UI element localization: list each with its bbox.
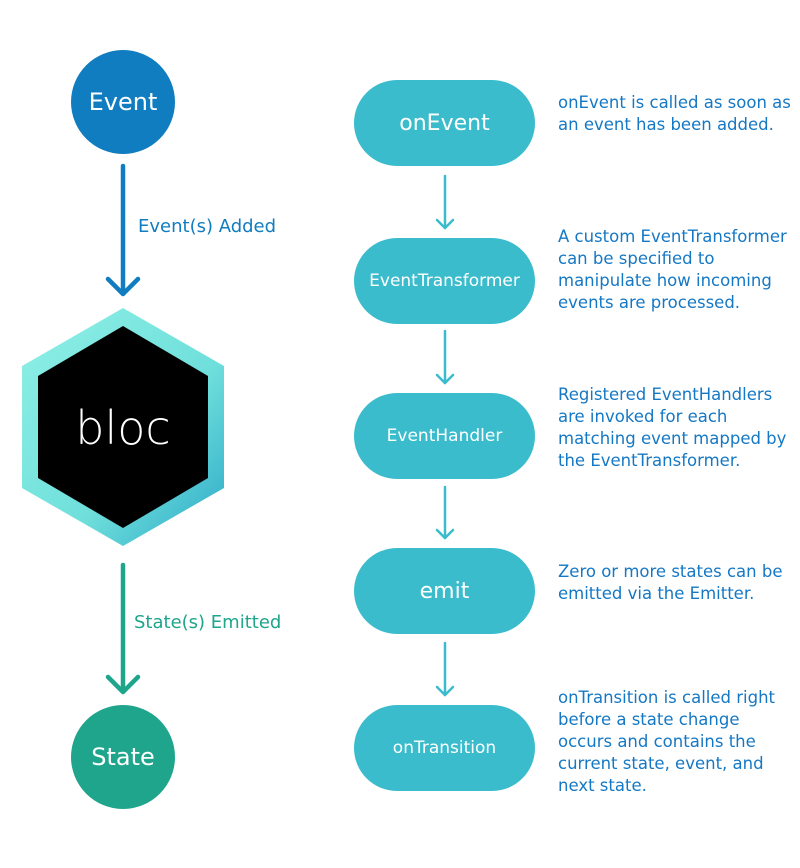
bloc-label: bloc [75, 401, 171, 455]
step-arrow-2 [435, 329, 455, 385]
step-label: onEvent [399, 110, 490, 136]
step-label: onTransition [392, 738, 497, 758]
step-description-eventtransformer: A custom EventTransformer can be specifi… [558, 227, 787, 312]
step-node-ontransition: onTransition [354, 705, 535, 791]
step-label: EventTransformer [369, 271, 520, 291]
step-description-emit: Zero or more states can be emitted via t… [558, 562, 783, 603]
state-node-label: State [91, 743, 155, 771]
event-node: Event [71, 50, 175, 154]
event-added-arrow [105, 163, 141, 297]
step-description-ontransition: onTransition is called right before a st… [558, 688, 776, 795]
step-label: emit [419, 578, 470, 604]
step-arrow-1 [435, 174, 455, 230]
state-emitted-label: State(s) Emitted [134, 612, 282, 633]
step-node-emit: emit [354, 548, 535, 634]
step-node-eventtransformer: EventTransformer [354, 238, 535, 324]
step-node-onevent: onEvent [354, 80, 535, 166]
event-added-label: Event(s) Added [138, 216, 277, 237]
state-node: State [71, 705, 175, 809]
step-node-eventhandler: EventHandler [354, 393, 535, 479]
hexagon-inner-shape [38, 326, 208, 528]
step-arrow-4 [435, 641, 455, 697]
event-node-label: Event [88, 88, 158, 116]
step-description-onevent: onEvent is called as soon as an event ha… [558, 93, 791, 134]
step-arrow-3 [435, 485, 455, 540]
bloc-hexagon [22, 308, 224, 546]
step-label: EventHandler [386, 426, 503, 446]
state-emitted-arrow [105, 562, 141, 695]
step-description-eventhandler: Registered EventHandlers are invoked for… [558, 385, 787, 470]
